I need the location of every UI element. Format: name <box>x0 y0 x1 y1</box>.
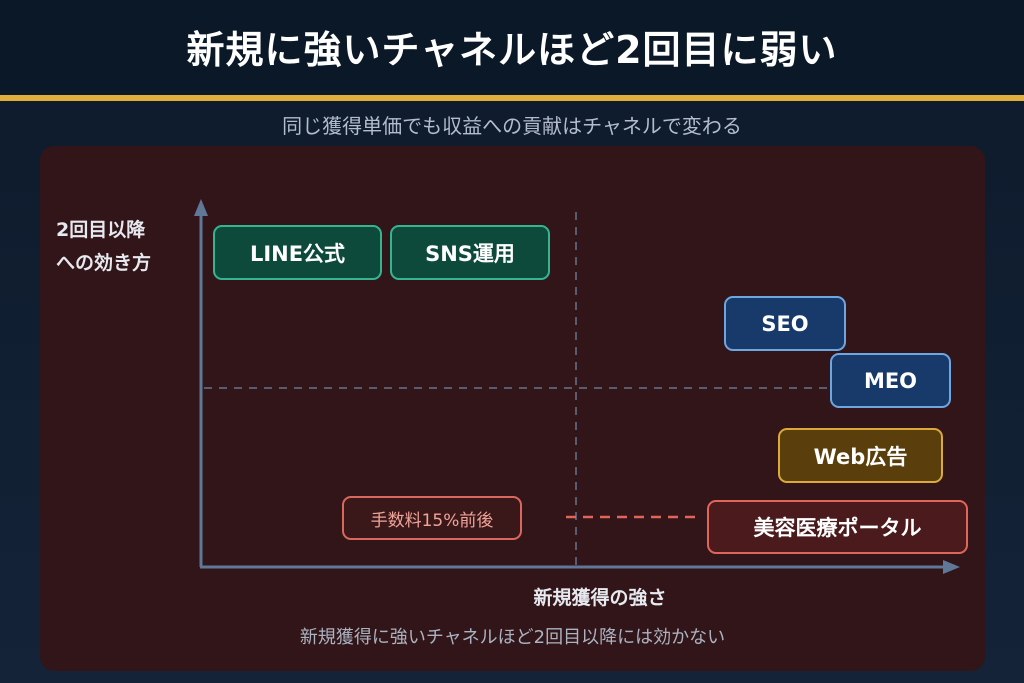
channel-seo: SEO <box>724 296 846 351</box>
channel-meo: MEO <box>830 353 951 408</box>
x-axis-label: 新規獲得の強さ <box>533 587 667 609</box>
fee-note-badge: 手数料15%前後 <box>342 496 522 540</box>
y-axis-arrowhead <box>194 199 208 216</box>
page-subtitle: 同じ獲得単価でも収益への貢献はチャネルで変わる <box>282 114 742 138</box>
channel-sns: SNS運用 <box>390 225 550 280</box>
y-axis-label-line1: 2回目以降 <box>56 219 146 241</box>
y-axis-label: 2回目以降 への効き方 <box>56 214 176 280</box>
channel-web-ad: Web広告 <box>778 428 943 483</box>
header-bar <box>0 0 1024 96</box>
channel-line-official: LINE公式 <box>213 225 382 280</box>
footnote: 新規獲得に強いチャネルほど2回目以降には効かない <box>299 627 726 648</box>
page-title: 新規に強いチャネルほど2回目に弱い <box>186 28 838 72</box>
channel-beauty-portal: 美容医療ポータル <box>707 500 968 554</box>
x-axis-arrowhead <box>943 560 960 574</box>
title-underline <box>0 95 1024 101</box>
y-axis-label-line2: への効き方 <box>56 252 152 274</box>
